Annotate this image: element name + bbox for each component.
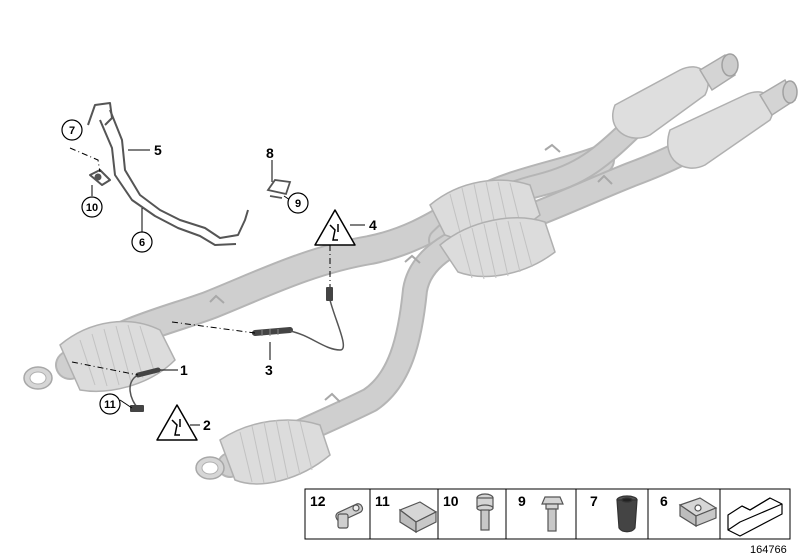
legend-part-10-icon [476,493,494,531]
callouts: 1 2 3 4 5 8 7 10 6 9 11 [61,119,377,433]
legend-item-7: 7 [590,493,598,509]
circled-callout-11: 11 [99,393,121,415]
legend-part-12-icon [335,503,364,529]
callout-7: 7 [69,125,75,137]
oxygen-sensor-3 [252,299,345,351]
callout-11: 11 [104,399,116,411]
callout-10: 10 [86,202,98,214]
rear-muffler-upper [612,53,739,139]
callout-3: 3 [265,362,273,378]
legend-part-6-icon [678,497,718,528]
bracket-part-5 [87,102,249,246]
legend-item-9: 9 [518,493,526,509]
catalytic-converter-left [23,320,176,392]
legend-part-7-icon [616,495,638,533]
callout-4: 4 [369,217,377,233]
exhaust-pipes [55,108,733,478]
callout-1: 1 [180,362,188,378]
warning-triangle-4 [314,209,356,246]
pipe-hangers [209,143,613,403]
circled-callout-7: 7 [61,119,83,141]
document-id: 164766 [750,544,787,556]
catalytic-converter-middle-lower [439,217,556,280]
legend-part-9-icon [541,496,564,532]
callout-6: 6 [139,237,145,249]
oxygen-sensor-1 [129,367,161,412]
leader-lines [69,147,365,426]
circled-callout-6: 6 [131,231,153,253]
callout-8: 8 [266,145,274,161]
parts-legend: 12 11 10 9 7 6 [304,488,791,540]
legend-item-10: 10 [443,493,459,509]
warning-triangle-2 [156,404,198,441]
circled-callout-9: 9 [287,192,309,214]
legend-part-11-icon [398,501,438,534]
oxygen-sensor-4 [326,287,333,301]
legend-item-11: 11 [375,493,390,509]
rear-muffler-lower [667,78,798,169]
legend-item-6: 6 [660,493,668,509]
legend-item-12: 12 [310,493,326,509]
circled-callout-10: 10 [81,196,103,218]
direction-arrow-icon [727,497,783,537]
callout-9: 9 [295,198,301,210]
callout-2: 2 [203,417,211,433]
callout-5: 5 [154,142,162,158]
catalytic-converter-lower [195,419,331,485]
clip-part-8 [266,179,292,199]
